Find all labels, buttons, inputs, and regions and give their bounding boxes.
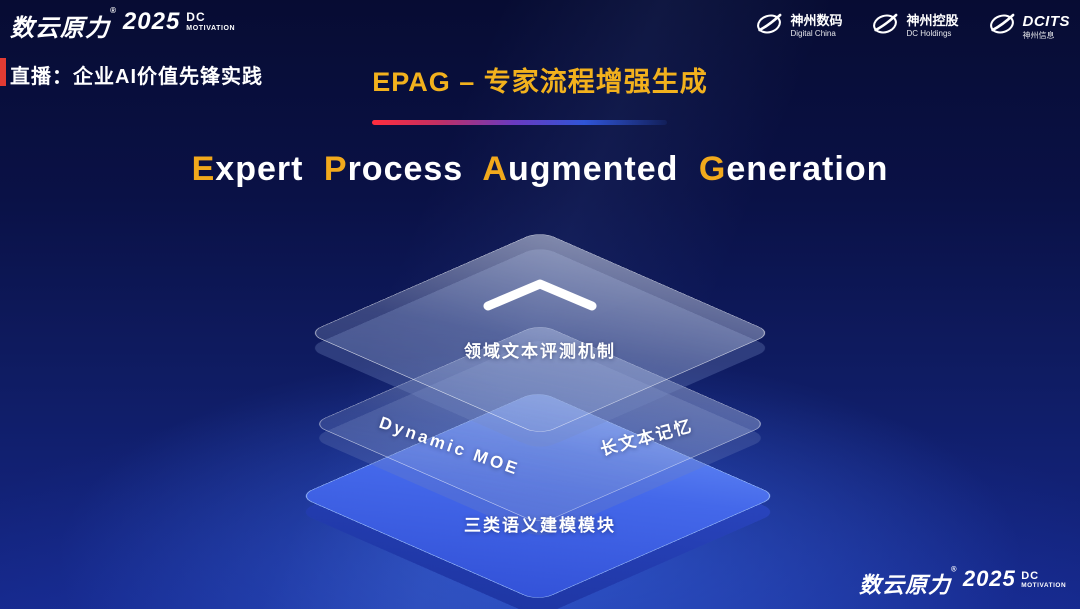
registered-mark: ® [110,6,117,15]
partner-dcits: DCITS 神州信息 [987,12,1071,41]
partner-name: DCITS [1022,13,1070,31]
subtitle-rest: eneration [726,150,889,188]
registered-mark: ® [950,564,958,574]
dc-swoosh-icon [987,12,1017,41]
brand-motivation: MOTIVATION [186,25,236,32]
page-title: EPAG – 专家流程增强生成 [372,67,708,97]
dc-swoosh-icon [754,12,784,41]
partner-digital-china: 神州数码 Digital China [754,12,842,41]
subtitle-rest: xpert [215,150,304,188]
brand-name: 数云原力® [858,564,958,599]
partner-sub: Digital China [790,29,836,39]
partner-sub: DC Holdings [906,29,952,39]
subtitle-cap: E [191,150,216,188]
bottom-layer-label: 三类语义建模模块 [464,516,616,535]
brand-year: 2025 [122,8,181,35]
subtitle-cap: P [323,150,348,188]
top-layer-label: 领域文本评测机制 [464,342,616,361]
subtitle: Expert Process Augmented Generation [0,150,1080,189]
brand-logo-bottom-right: 数云原力® 2025 DC MOTIVATION [858,564,1066,599]
partner-logos: 神州数码 Digital China 神州控股 DC Holdings DCIT… [754,12,1070,41]
brand-year: 2025 [962,566,1016,592]
live-accent-bar [0,58,6,86]
brand-dc-stack: DC MOTIVATION [186,8,235,32]
partner-dc-holdings: 神州控股 DC Holdings [870,12,959,41]
brand-dc-stack: DC MOTIVATION [1021,567,1066,589]
gradient-divider [372,120,667,125]
brand-name: 数云原力® [10,6,117,42]
brand-motivation: MOTIVATION [1021,582,1066,589]
brand-dc: DC [186,10,206,24]
partner-name: 神州控股 [906,13,959,29]
subtitle-rest: ugmented [507,150,679,188]
subtitle-cap: A [482,150,508,188]
partner-sub: 神州信息 [1022,30,1055,40]
live-label: 直播：企业AI价值先锋实践 [10,66,263,88]
dc-swoosh-icon [870,12,900,41]
brand-logo-top-left: 数云原力® 2025 DC MOTIVATION [10,6,235,43]
partner-name: 神州数码 [790,13,843,29]
subtitle-rest: rocess [347,150,464,188]
subtitle-cap: G [698,150,727,188]
brand-dc: DC [1021,568,1039,582]
chevron-up-icon [480,276,600,319]
